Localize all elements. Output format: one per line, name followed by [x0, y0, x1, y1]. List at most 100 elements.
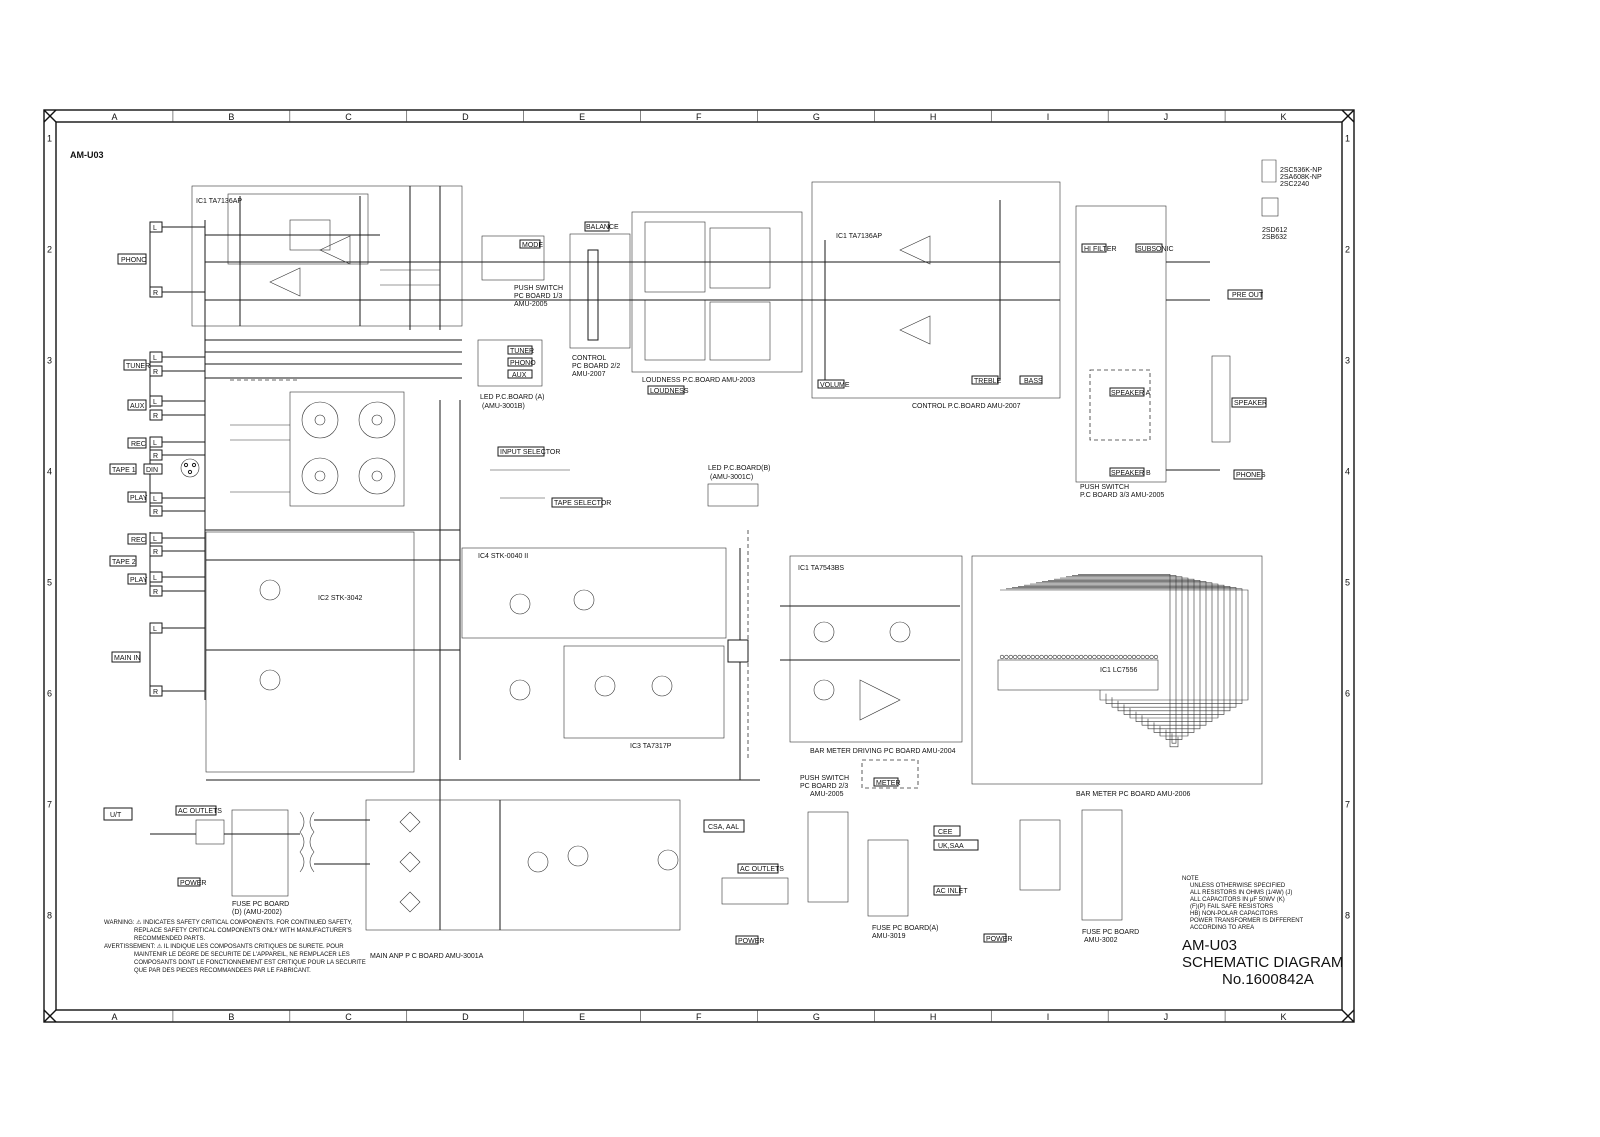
row-label-8-right: 8 — [1345, 911, 1350, 921]
row-label-6-left: 6 — [47, 689, 52, 699]
channel-mark: L — [153, 225, 157, 232]
meter-led-segment — [1083, 654, 1088, 660]
meter-led-segment — [1061, 654, 1066, 660]
led-board-a: TUNER PHONO AUX LED P.C.BOARD (A) (AMU-3… — [477, 339, 544, 410]
channel-mark: L — [153, 575, 157, 582]
model-tag: AM-U03 — [70, 150, 104, 160]
safety-warning: WARNING: ⚠ INDICATES SAFETY CRITICAL COM… — [104, 919, 366, 974]
speaker-a-label: SPEAKER A — [1111, 390, 1151, 397]
ic1-phono-label: IC1 TA7136AP — [196, 198, 242, 205]
uk-saa-label: UK,SAA — [938, 843, 964, 850]
loudness-switch-label: LOUDNESS — [650, 388, 689, 395]
meter-led-segment — [1105, 654, 1110, 660]
meter-trace — [1078, 574, 1179, 748]
led-phono-label: PHONO — [510, 360, 536, 367]
input-tape2-label: TAPE 2 — [112, 559, 136, 566]
channel-mark: R — [153, 413, 158, 420]
row-label-4-left: 4 — [47, 467, 52, 477]
meter-led-segment — [1145, 654, 1150, 660]
push-switch-board-2: METER PUSH SWITCH PC BOARD 2/3 AMU-2005 — [800, 759, 919, 798]
speaker-label: SPEAKER — [1234, 400, 1267, 407]
title-model: AM-U03 — [1182, 937, 1237, 954]
note-line: POWER TRANSFORMER IS DIFFERENT — [1190, 918, 1304, 924]
fuse-d-title: FUSE PC BOARD — [232, 901, 289, 908]
column-label-h-bottom: H — [930, 1012, 937, 1022]
main-amp-power-section: MAIN ANP P C BOARD AMU-3001A — [365, 799, 681, 960]
treble-label: TREBLE — [974, 378, 1002, 385]
bar-meter-driving-board: IC1 TA7543BS BAR METER DRIVING PC BOARD … — [780, 555, 963, 755]
transistor-pinout-note: 2SC536K-NP 2SA608K-NP 2SC2240 2SD612 2SB… — [1261, 159, 1322, 241]
cee-label: CEE — [938, 829, 953, 836]
push-switch-2-board: PC BOARD 2/3 — [800, 783, 848, 790]
meter-led-segment — [1118, 654, 1123, 660]
column-tick-marks — [172, 110, 1226, 1022]
warning-line: COMPOSANTS DONT LE FONCTIONNEMENT EST CR… — [134, 960, 366, 966]
led-tuner-label: TUNER — [510, 348, 534, 355]
meter-led-segment — [1079, 654, 1084, 660]
subsonic-label: SUBSONIC — [1137, 246, 1174, 253]
meter-led-segment — [1087, 654, 1093, 660]
bar-meter-board: IC1 LC7556 BAR METER PC BOARD AMU-2006 — [971, 555, 1263, 798]
balance-control: BALANCE CONTROL PC BOARD 2/2 AMU-2007 — [569, 221, 631, 378]
title-block: AM-U03 SCHEMATIC DIAGRAM No.1600842A — [1182, 937, 1343, 988]
input-selector-wafers — [205, 339, 462, 531]
meter-led-segment — [1035, 654, 1040, 660]
push-switch-1-board: PC BOARD 1/3 — [514, 293, 562, 300]
main-amp-label: MAIN ANP P C BOARD AMU-3001A — [370, 953, 484, 960]
warning-line: AVERTISSEMENT: ⚠ IL INDIQUE LES COMPOSAN… — [104, 943, 344, 950]
ic-control-label: IC1 TA7136AP — [836, 233, 882, 240]
meter-led-segment — [1123, 654, 1128, 660]
meter-led-segment — [1065, 654, 1071, 660]
column-label-i-top: I — [1047, 112, 1050, 122]
meter-trace — [1006, 588, 1243, 704]
row-label-3-left: 3 — [47, 356, 52, 366]
input-tape1-rec-label: REC — [131, 441, 146, 448]
column-label-c-bottom: C — [345, 1012, 352, 1022]
meter-led-segment — [1021, 654, 1027, 660]
row-label-2-right: 2 — [1345, 245, 1350, 255]
meter-led-segment — [1004, 654, 1009, 660]
input-tape1-play-label: PLAY — [130, 495, 148, 502]
row-label-5-right: 5 — [1345, 578, 1350, 588]
row-label-3-right: 3 — [1345, 356, 1350, 366]
note-line: ALL CAPACITORS IN μF 50WV (K) — [1190, 897, 1285, 903]
meter-led-segment — [1140, 654, 1145, 660]
bar-meter-board-label: BAR METER PC BOARD AMU-2006 — [1076, 791, 1190, 798]
channel-mark: R — [153, 290, 158, 297]
row-label-5-left: 5 — [47, 578, 52, 588]
hi-filter-label: HI FILTER — [1084, 246, 1117, 253]
channel-mark: R — [153, 689, 158, 696]
channel-mark: L — [153, 496, 157, 503]
warning-line: MAINTENIR LE DEGRE DE SECURITE DE L'APPA… — [134, 952, 350, 958]
push-switch-1-number: AMU-2005 — [514, 301, 548, 308]
control-2-2-board: PC BOARD 2/2 — [572, 363, 620, 370]
transistor-note-2: 2SC2240 — [1280, 181, 1309, 188]
ic-bar-driver-label: IC1 TA7543BS — [798, 565, 844, 572]
push-switch-2-title: PUSH SWITCH — [800, 775, 849, 782]
meter-led-segment — [1052, 654, 1057, 660]
column-label-j-top: J — [1164, 112, 1169, 122]
led-board-b-number: (AMU-3001C) — [710, 474, 753, 481]
channel-mark: L — [153, 626, 157, 633]
meter-led-segment — [1136, 654, 1141, 660]
note-line: UNLESS OTHERWISE SPECIFIED — [1190, 883, 1286, 889]
led-aux-label: AUX — [512, 372, 527, 379]
row-label-1-left: 1 — [47, 134, 52, 144]
drawing-frame — [43, 109, 1355, 1023]
input-tape1-label: TAPE 1 — [112, 467, 136, 474]
note-line: (F)(P) FAIL SAFE RESISTORS — [1190, 904, 1273, 910]
speaker-b-label: SPEAKER B — [1111, 470, 1151, 477]
title-number: No.1600842A — [1222, 971, 1314, 988]
channel-mark: R — [153, 549, 158, 556]
column-label-a-bottom: A — [111, 1012, 117, 1022]
input-aux-label: AUX — [130, 403, 145, 410]
csa-aal-power-section: CSA, AAL AC OUTLETS POWER FUSE PC BOARD(… — [703, 811, 939, 945]
meter-led-segment — [1057, 654, 1062, 660]
meter-trace — [1000, 589, 1249, 701]
meter-led-segment — [1070, 654, 1075, 660]
meter-trace — [1048, 580, 1201, 730]
led-board-b: LED P.C.BOARD(B) (AMU-3001C) — [707, 465, 771, 507]
meter-led-segment — [1030, 654, 1035, 660]
note-line: HB) NON-POLAR CAPACITORS — [1190, 911, 1278, 917]
